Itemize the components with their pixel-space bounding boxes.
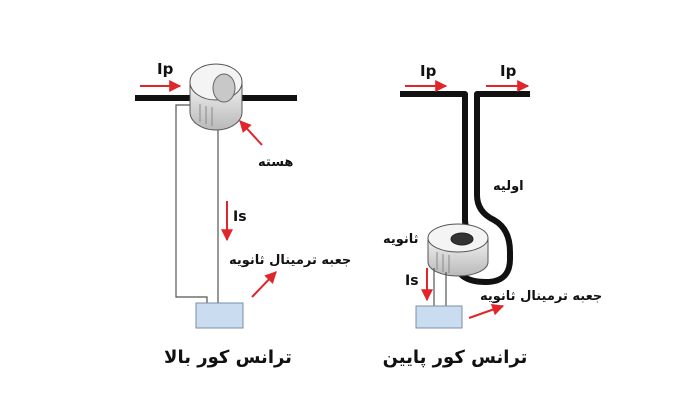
terminal-box — [195, 302, 244, 329]
top-core-transformer: Ip هسته Is جعبه ترمینال ثانویه ترانس کور… — [135, 60, 351, 368]
secondary-current-label: Is — [405, 273, 419, 289]
terminal-pointer-arrow — [468, 303, 505, 319]
secondary-current-label: Is — [233, 209, 247, 225]
core-ring — [427, 223, 489, 277]
core-label: هسته — [258, 155, 293, 170]
core-pointer-arrow — [239, 120, 263, 146]
terminal-box — [415, 305, 463, 329]
right-caption: ترانس کور پایین — [383, 347, 528, 368]
core-ring — [189, 63, 243, 131]
primary-label: اولیه — [493, 179, 524, 194]
terminal-label: جعبه ترمینال ثانویه — [229, 253, 351, 268]
primary-conductor-loop — [400, 91, 487, 244]
terminal-pointer-arrow — [251, 271, 277, 298]
primary-current-label-a: Ip — [420, 62, 437, 80]
secondary-wire-outer — [175, 104, 208, 303]
left-caption: ترانس کور بالا — [164, 347, 292, 368]
bottom-core-transformer: Ip Ip اولیه ثانویه Is جعبه ترمینال ثانوی… — [383, 62, 603, 368]
terminal-label: جعبه ترمینال ثانویه — [480, 289, 602, 304]
primary-conductor-loop-return — [452, 91, 530, 285]
primary-current-label-b: Ip — [500, 62, 517, 80]
secondary-label: ثانویه — [383, 232, 419, 247]
primary-current-label: Ip — [157, 60, 174, 78]
